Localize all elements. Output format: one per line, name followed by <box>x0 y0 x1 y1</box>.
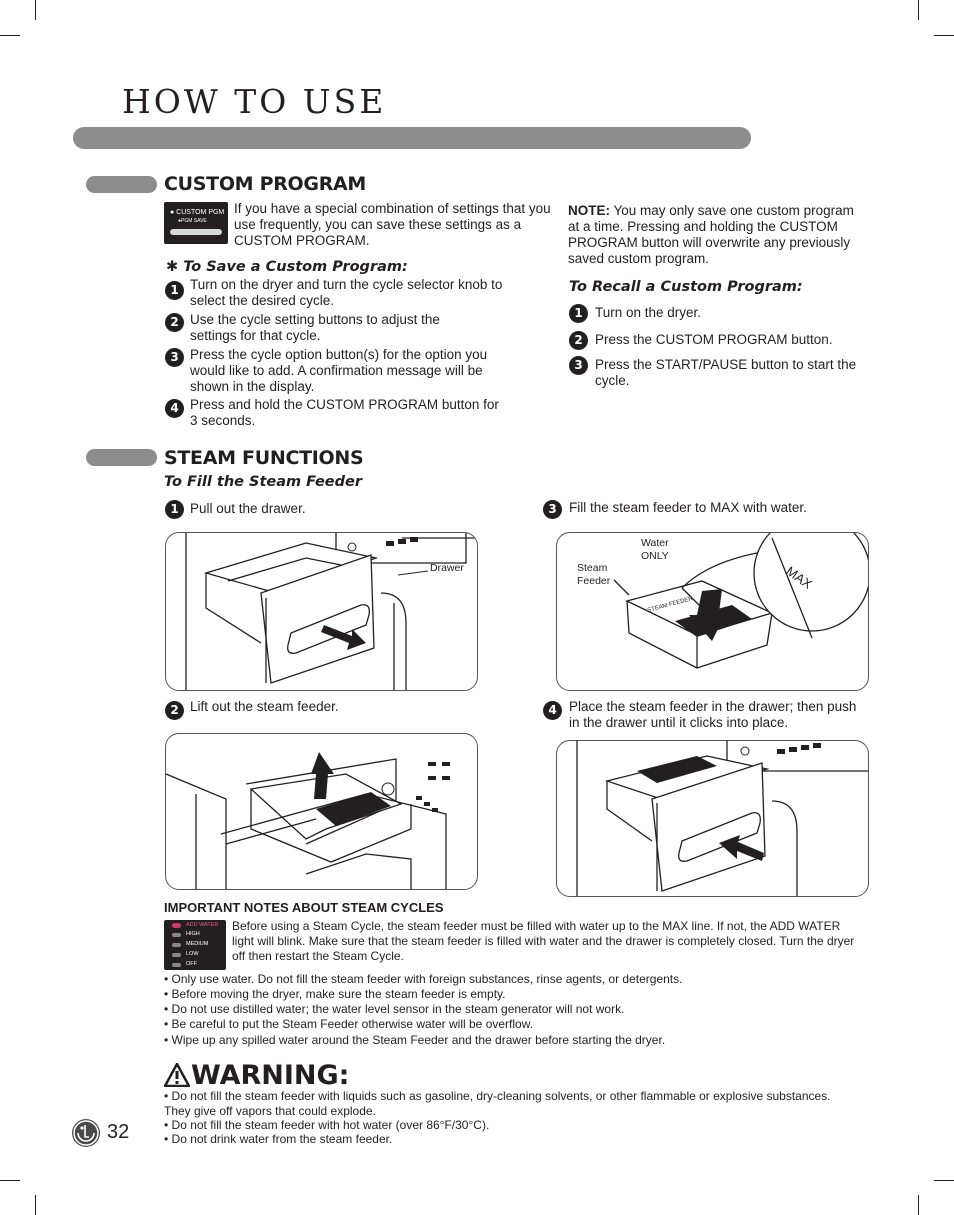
indicator-light <box>172 953 181 957</box>
warning-bullet: • Do not fill the steam feeder with hot … <box>164 1118 490 1132</box>
panel-label: ● CUSTOM PGM <box>170 209 225 216</box>
step-number: 2 <box>165 313 184 332</box>
crop-mark <box>35 1195 36 1215</box>
note-bullet: • Before moving the dryer, make sure the… <box>164 987 506 1001</box>
step-number: 3 <box>543 500 562 519</box>
panel-button <box>170 229 222 235</box>
step-number: 1 <box>165 500 184 519</box>
panel-label: ●PGM SAVE <box>178 218 207 224</box>
section-marker <box>86 176 157 193</box>
step-number: 3 <box>569 356 588 375</box>
indicator-light <box>172 963 181 967</box>
save-program-heading: ✱ To Save a Custom Program: <box>166 259 408 275</box>
warning-bullet: • Do not fill the steam feeder with liqu… <box>164 1089 831 1118</box>
steam-step-text: Fill the steam feeder to MAX with water. <box>569 500 807 515</box>
title-bar <box>73 127 751 149</box>
note-text: NOTE: You may only save one custom progr… <box>568 203 868 267</box>
step-number: 2 <box>569 331 588 350</box>
custom-program-intro: If you have a special combination of set… <box>234 201 551 248</box>
pull-drawer-illustration: Drawer <box>165 532 478 691</box>
drawer-label: Drawer <box>430 562 464 574</box>
page-number: 32 <box>107 1121 130 1143</box>
warning-heading: WARNING: <box>191 1060 350 1091</box>
indicator-light <box>172 923 181 928</box>
recall-program-heading: To Recall a Custom Program: <box>569 279 803 295</box>
important-notes-heading: IMPORTANT NOTES ABOUT STEAM CYCLES <box>164 900 444 915</box>
steam-step-text: Lift out the steam feeder. <box>190 699 339 714</box>
crop-mark <box>0 35 20 36</box>
fill-steam-feeder-heading: To Fill the Steam Feeder <box>164 474 362 490</box>
save-step-text: Press the cycle option button(s) for the… <box>190 347 488 394</box>
crop-mark <box>918 0 919 20</box>
crop-mark <box>35 0 36 20</box>
custom-program-heading: CUSTOM PROGRAM <box>164 173 367 195</box>
crop-mark <box>0 1180 20 1181</box>
important-notes-intro: Before using a Steam Cycle, the steam fe… <box>232 919 855 963</box>
lift-feeder-illustration <box>165 733 478 890</box>
fill-feeder-drawing <box>613 533 868 669</box>
save-step-text: Use the cycle setting buttons to adjust … <box>190 312 440 343</box>
note-body: You may only save one custom program at … <box>568 203 854 266</box>
lg-logo <box>72 1119 100 1147</box>
step-number: 1 <box>569 304 588 323</box>
recall-step-text: Press the START/PAUSE button to start th… <box>595 357 857 388</box>
pull-drawer-drawing <box>185 533 476 690</box>
panel-label: MEDIUM <box>186 941 209 947</box>
step-number: 4 <box>543 701 562 720</box>
steam-functions-heading: STEAM FUNCTIONS <box>164 447 364 469</box>
page-title: HOW TO USE <box>122 82 387 121</box>
step-number: 1 <box>165 281 184 300</box>
steam-step-text: Place the steam feeder in the drawer; th… <box>569 699 857 730</box>
recall-step-text: Turn on the dryer. <box>595 305 702 320</box>
lg-logo-mark <box>73 1120 99 1146</box>
note-bullet: • Only use water. Do not fill the steam … <box>164 972 683 986</box>
water-label: Water <box>641 537 669 549</box>
crop-mark <box>934 35 954 36</box>
steam-step-text: Pull out the drawer. <box>190 501 306 516</box>
save-step-text: Press and hold the CUSTOM PROGRAM button… <box>190 397 499 428</box>
indicator-light <box>172 933 181 937</box>
only-label: ONLY <box>641 550 669 562</box>
steam-label: Steam <box>577 562 608 574</box>
lift-feeder-drawing <box>166 752 450 889</box>
indicator-light <box>172 943 181 947</box>
note-label: NOTE: <box>568 203 610 218</box>
section-marker <box>86 449 157 466</box>
step-number: 4 <box>165 399 184 418</box>
insert-drawer-drawing <box>576 741 868 896</box>
add-water-panel-icon: ADD WATER HIGH MEDIUM LOW OFF <box>164 920 226 970</box>
note-bullet: • Be careful to put the Steam Feeder oth… <box>164 1017 534 1031</box>
crop-mark <box>918 1195 919 1215</box>
custom-pgm-panel-icon: ● CUSTOM PGM ●PGM SAVE <box>164 202 228 244</box>
warning-triangle-icon <box>164 1063 190 1087</box>
note-bullet: • Wipe up any spilled water around the S… <box>164 1033 666 1047</box>
note-bullet: • Do not use distilled water; the water … <box>164 1002 625 1016</box>
warning-bullet: • Do not drink water from the steam feed… <box>164 1132 393 1146</box>
insert-drawer-illustration <box>556 740 869 897</box>
step-number: 2 <box>165 701 184 720</box>
panel-label: HIGH <box>186 931 200 937</box>
crop-mark <box>934 1180 954 1181</box>
recall-step-text: Press the CUSTOM PROGRAM button. <box>595 332 833 347</box>
panel-label: OFF <box>186 961 197 967</box>
save-step-text: Turn on the dryer and turn the cycle sel… <box>190 277 503 308</box>
feeder-label: Feeder <box>577 575 611 587</box>
panel-label: ADD WATER <box>186 922 219 928</box>
panel-label: LOW <box>186 951 199 957</box>
step-number: 3 <box>165 348 184 367</box>
